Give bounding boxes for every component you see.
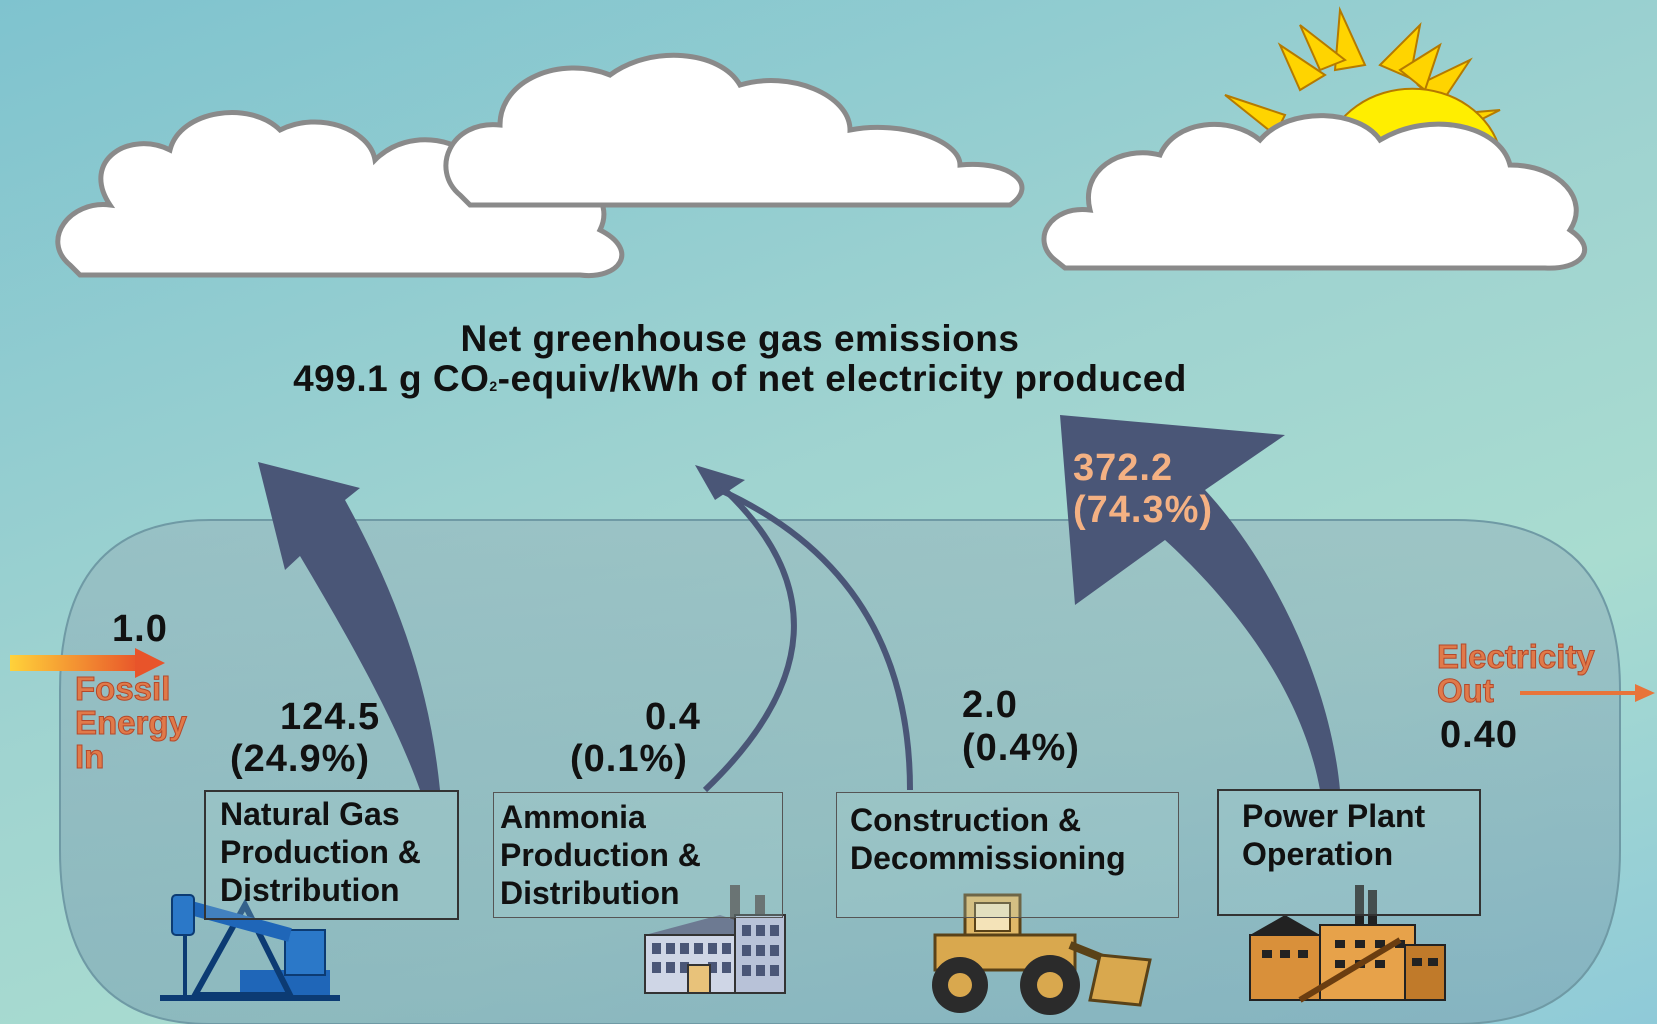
stage-box-ammonia [493,792,783,918]
cloud-center [443,52,1025,208]
fossil-energy-arrow-icon [10,648,165,678]
cloud-left [55,110,625,279]
electricity-out-arrow-icon [1520,684,1655,702]
cloud-right [1041,113,1587,271]
oil-pump-icon [160,894,340,1001]
fossil-energy-value: 1.0 [112,608,168,650]
emission-arrow-construction [718,487,913,791]
power-plant-stage-label: Power Plant Operation [1242,798,1426,872]
power-plant-emission-percent: (74.3%) [1073,489,1214,531]
emission-arrow-power-plant [1060,415,1340,790]
stage-box-natural-gas [204,790,459,920]
ammonia-emission-value: 0.4 [645,696,701,738]
natural-gas-stage-label: Natural Gas Production & Distribution [220,796,421,908]
construction-emission-value: 2.0 [962,684,1018,726]
construction-stage-label: Construction & Decommissioning [850,802,1126,876]
power-plant-emission-value: 372.2 [1073,447,1174,489]
factory-icon [644,885,786,994]
construction-emission-percent: (0.4%) [962,727,1080,769]
natural-gas-emission-percent: (24.9%) [230,738,371,780]
wheel-loader-icon [932,893,1152,1015]
diagram-title: Net greenhouse gas emissions [460,318,1020,359]
diagram-subtitle: 499.1 g CO2-equiv/kWh of net electricity… [293,358,1187,399]
stage-box-power-plant [1217,789,1481,916]
fossil-energy-label: Fossil Energy In [75,670,188,775]
ammonia-emission-percent: (0.1%) [570,738,688,780]
electricity-out-value: 0.40 [1440,714,1518,756]
ammonia-stage-label: Ammonia Production & Distribution [500,799,701,911]
natural-gas-emission-value: 124.5 [280,696,381,738]
emission-arrow-natural-gas [258,462,440,790]
emission-arrow-ammonia [695,465,797,793]
stage-box-construction [836,792,1179,918]
electricity-out-label: Electricity Out [1437,638,1596,709]
power-plant-icon [1249,885,1446,1003]
